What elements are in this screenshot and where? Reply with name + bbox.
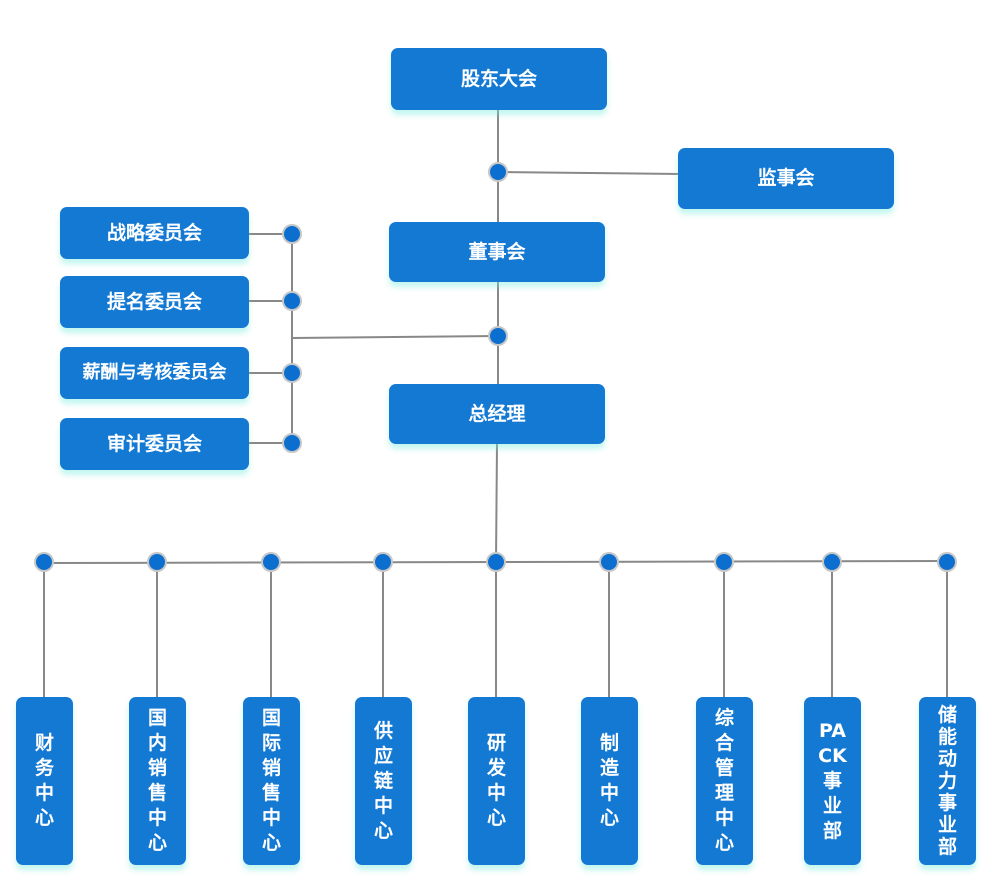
- node-nomination-committee[interactable]: 提名委员会: [60, 276, 249, 328]
- junction-node: [714, 552, 734, 572]
- node-label: 综合管理中心: [714, 707, 734, 854]
- node-label: 国内销售中心: [147, 707, 167, 854]
- node-label: 财务中心: [34, 732, 54, 829]
- junction-node: [282, 224, 302, 244]
- junction-node: [282, 433, 302, 453]
- junction-node: [822, 552, 842, 572]
- node-board-of-supervisors[interactable]: 监事会: [678, 148, 894, 209]
- node-label: 薪酬与考核委员会: [82, 361, 227, 383]
- department-pack-division[interactable]: PACK事业部: [804, 697, 861, 865]
- node-label: 董事会: [468, 240, 526, 263]
- node-label: 提名委员会: [106, 290, 202, 313]
- junction-node: [34, 552, 54, 572]
- node-audit-committee[interactable]: 审计委员会: [60, 418, 249, 470]
- department-finance-center[interactable]: 财务中心: [16, 697, 73, 865]
- line-to-committees: [291, 335, 499, 339]
- junction-node: [373, 552, 393, 572]
- junction-node: [261, 552, 281, 572]
- node-board-of-directors[interactable]: 董事会: [389, 222, 605, 282]
- junction-node: [488, 162, 508, 182]
- node-label: 战略委员会: [106, 221, 202, 244]
- department-domestic-sales-center[interactable]: 国内销售中心: [129, 697, 186, 865]
- junction-node: [147, 552, 167, 572]
- node-label: 股东大会: [460, 67, 537, 90]
- node-label: 研发中心: [486, 732, 506, 829]
- junction-node: [486, 552, 506, 572]
- node-general-manager[interactable]: 总经理: [389, 384, 605, 444]
- node-label: 储能动力事业部: [937, 704, 957, 858]
- line-to-supervisors: [497, 171, 681, 175]
- node-label: 国际销售中心: [261, 707, 281, 854]
- department-rd-center[interactable]: 研发中心: [468, 697, 525, 865]
- node-compensation-committee[interactable]: 薪酬与考核委员会: [60, 347, 249, 399]
- junction-node: [282, 363, 302, 383]
- junction-node: [282, 291, 302, 311]
- node-shareholders-meeting[interactable]: 股东大会: [391, 48, 607, 110]
- department-manufacturing-center[interactable]: 制造中心: [581, 697, 638, 865]
- junction-node: [599, 552, 619, 572]
- node-label: 监事会: [757, 167, 815, 190]
- node-label: 供应链中心: [373, 719, 393, 842]
- node-label: 审计委员会: [106, 432, 202, 455]
- node-label: PACK事业部: [818, 719, 847, 842]
- department-supply-chain-center[interactable]: 供应链中心: [355, 697, 412, 865]
- node-strategy-committee[interactable]: 战略委员会: [60, 207, 249, 259]
- department-international-sales-center[interactable]: 国际销售中心: [243, 697, 300, 865]
- junction-node: [937, 552, 957, 572]
- line-gm-departments: [495, 443, 498, 563]
- junction-node: [488, 326, 508, 346]
- node-label: 制造中心: [599, 732, 619, 829]
- node-label: 总经理: [468, 402, 526, 425]
- department-energy-storage-power-division[interactable]: 储能动力事业部: [919, 697, 976, 865]
- department-general-management-center[interactable]: 综合管理中心: [696, 697, 753, 865]
